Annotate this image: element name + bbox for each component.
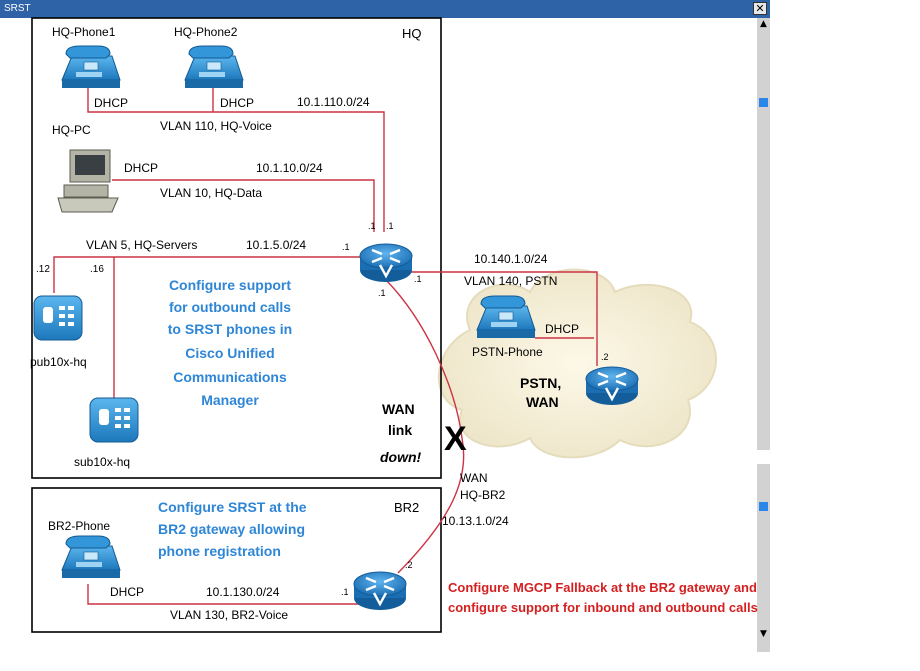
mgcp-task-line-2: configure support for inbound and outbou…	[448, 600, 758, 615]
br2-phone-icon	[61, 535, 121, 579]
hq-pc-icon	[57, 149, 119, 213]
hq-router-if-pstn: .1	[414, 274, 422, 284]
cloud-label-pstn: PSTN,	[520, 375, 561, 391]
cucm-task-line-5: Communications	[173, 369, 287, 385]
cloud-label-wan: WAN	[526, 394, 559, 410]
pstn-router-if: .2	[601, 352, 609, 362]
srst-task-line-2: BR2 gateway allowing	[158, 521, 305, 537]
br2-subnet: 10.1.130.0/24	[206, 585, 280, 599]
hq-phone1-label: HQ-Phone1	[52, 25, 116, 39]
wan-label: WAN	[460, 471, 488, 485]
br2-vlan: VLAN 130, BR2-Voice	[170, 608, 288, 622]
link-servers	[53, 256, 362, 293]
br2-router-if-lan: .1	[341, 587, 349, 597]
scroll-up-arrow-icon[interactable]: ▲	[760, 19, 767, 29]
scrollbar-gap	[757, 450, 770, 464]
hq-data-subnet: 10.1.10.0/24	[256, 161, 323, 175]
window-title: SRST	[4, 3, 31, 14]
br2-dhcp: DHCP	[110, 585, 144, 599]
cucm-task-line-6: Manager	[201, 392, 259, 408]
hq-pc-label: HQ-PC	[52, 123, 91, 137]
br2-router-icon	[352, 570, 408, 612]
pstn-wan-cloud	[438, 268, 717, 459]
link-data	[112, 179, 375, 232]
br2-router-if-wan: .2	[405, 560, 413, 570]
hq-phone1-dhcp: DHCP	[94, 96, 128, 110]
pstn-subnet: 10.140.1.0/24	[474, 252, 548, 266]
sub-server-label: sub10x-hq	[74, 455, 130, 469]
hq-site-box	[31, 17, 442, 479]
pstn-router-icon	[584, 365, 640, 407]
sub-host-octet: .16	[90, 264, 104, 275]
hq-pc-dhcp: DHCP	[124, 161, 158, 175]
pub-host-octet: .12	[36, 264, 50, 275]
wan-down-line-1: WAN	[382, 401, 415, 417]
hq-voice-vlan: VLAN 110, HQ-Voice	[160, 119, 272, 133]
pub-server-label: pub10x-hq	[30, 355, 87, 369]
pstn-phone-label: PSTN-Phone	[472, 345, 543, 359]
hq-site-label: HQ	[402, 26, 422, 41]
hq-data-vlan: VLAN 10, HQ-Data	[160, 186, 262, 200]
cucm-task-line-2: for outbound calls	[169, 299, 291, 315]
hq-phone2-dhcp: DHCP	[220, 96, 254, 110]
srst-task-line-3: phone registration	[158, 543, 281, 559]
wan-subnet: 10.13.1.0/24	[442, 514, 509, 528]
cucm-task-line-3: to SRST phones in	[168, 321, 292, 337]
hq-voice-subnet: 10.1.110.0/24	[297, 95, 370, 109]
mgcp-task-line-1: Configure MGCP Fallback at the BR2 gatew…	[448, 580, 757, 595]
wan-down-line-2: link	[388, 422, 412, 438]
hq-router-if-voice: .1	[386, 221, 394, 231]
cucm-task-line-4: Cisco Unified	[185, 345, 274, 361]
link-wan	[385, 279, 465, 574]
wan-failure-x-mark: X	[444, 420, 467, 458]
hq-router-icon	[358, 242, 414, 284]
wan-hq-br2-label: HQ-BR2	[460, 488, 506, 502]
close-button[interactable]: ✕	[753, 2, 767, 15]
link-pstn	[410, 271, 598, 366]
cucm-task-line-1: Configure support	[169, 277, 291, 293]
br2-phone-label: BR2-Phone	[48, 519, 110, 533]
pub-server-icon	[33, 295, 83, 341]
sub-server-icon	[89, 397, 139, 443]
hq-servers-vlan: VLAN 5, HQ-Servers	[86, 238, 197, 252]
vertical-scrollbar[interactable]: ▲ ▼	[757, 18, 770, 652]
hq-phone2-icon	[184, 45, 244, 89]
srst-task-line-1: Configure SRST at the	[158, 499, 307, 515]
hq-router-if-wan: .1	[378, 288, 386, 298]
window-title-bar: SRST ✕	[0, 0, 770, 18]
close-icon: ✕	[755, 2, 765, 15]
br2-site-box	[31, 487, 442, 633]
link-voice-phone1	[87, 88, 385, 232]
hq-router-if-servers: .1	[342, 242, 350, 252]
scrollbar-thumb-upper[interactable]	[759, 98, 768, 107]
scrollbar-track[interactable]	[757, 18, 770, 652]
hq-phone2-label: HQ-Phone2	[174, 25, 238, 39]
scrollbar-thumb-lower[interactable]	[759, 502, 768, 511]
br2-site-label: BR2	[394, 500, 419, 515]
hq-phone1-icon	[61, 45, 121, 89]
scroll-down-arrow-icon[interactable]: ▼	[760, 629, 767, 639]
pstn-dhcp: DHCP	[545, 322, 579, 336]
wan-down-line-3: down!	[380, 449, 422, 465]
pstn-vlan: VLAN 140, PSTN	[464, 274, 557, 288]
hq-servers-subnet: 10.1.5.0/24	[246, 238, 306, 252]
hq-router-if-data: .1	[368, 221, 376, 231]
